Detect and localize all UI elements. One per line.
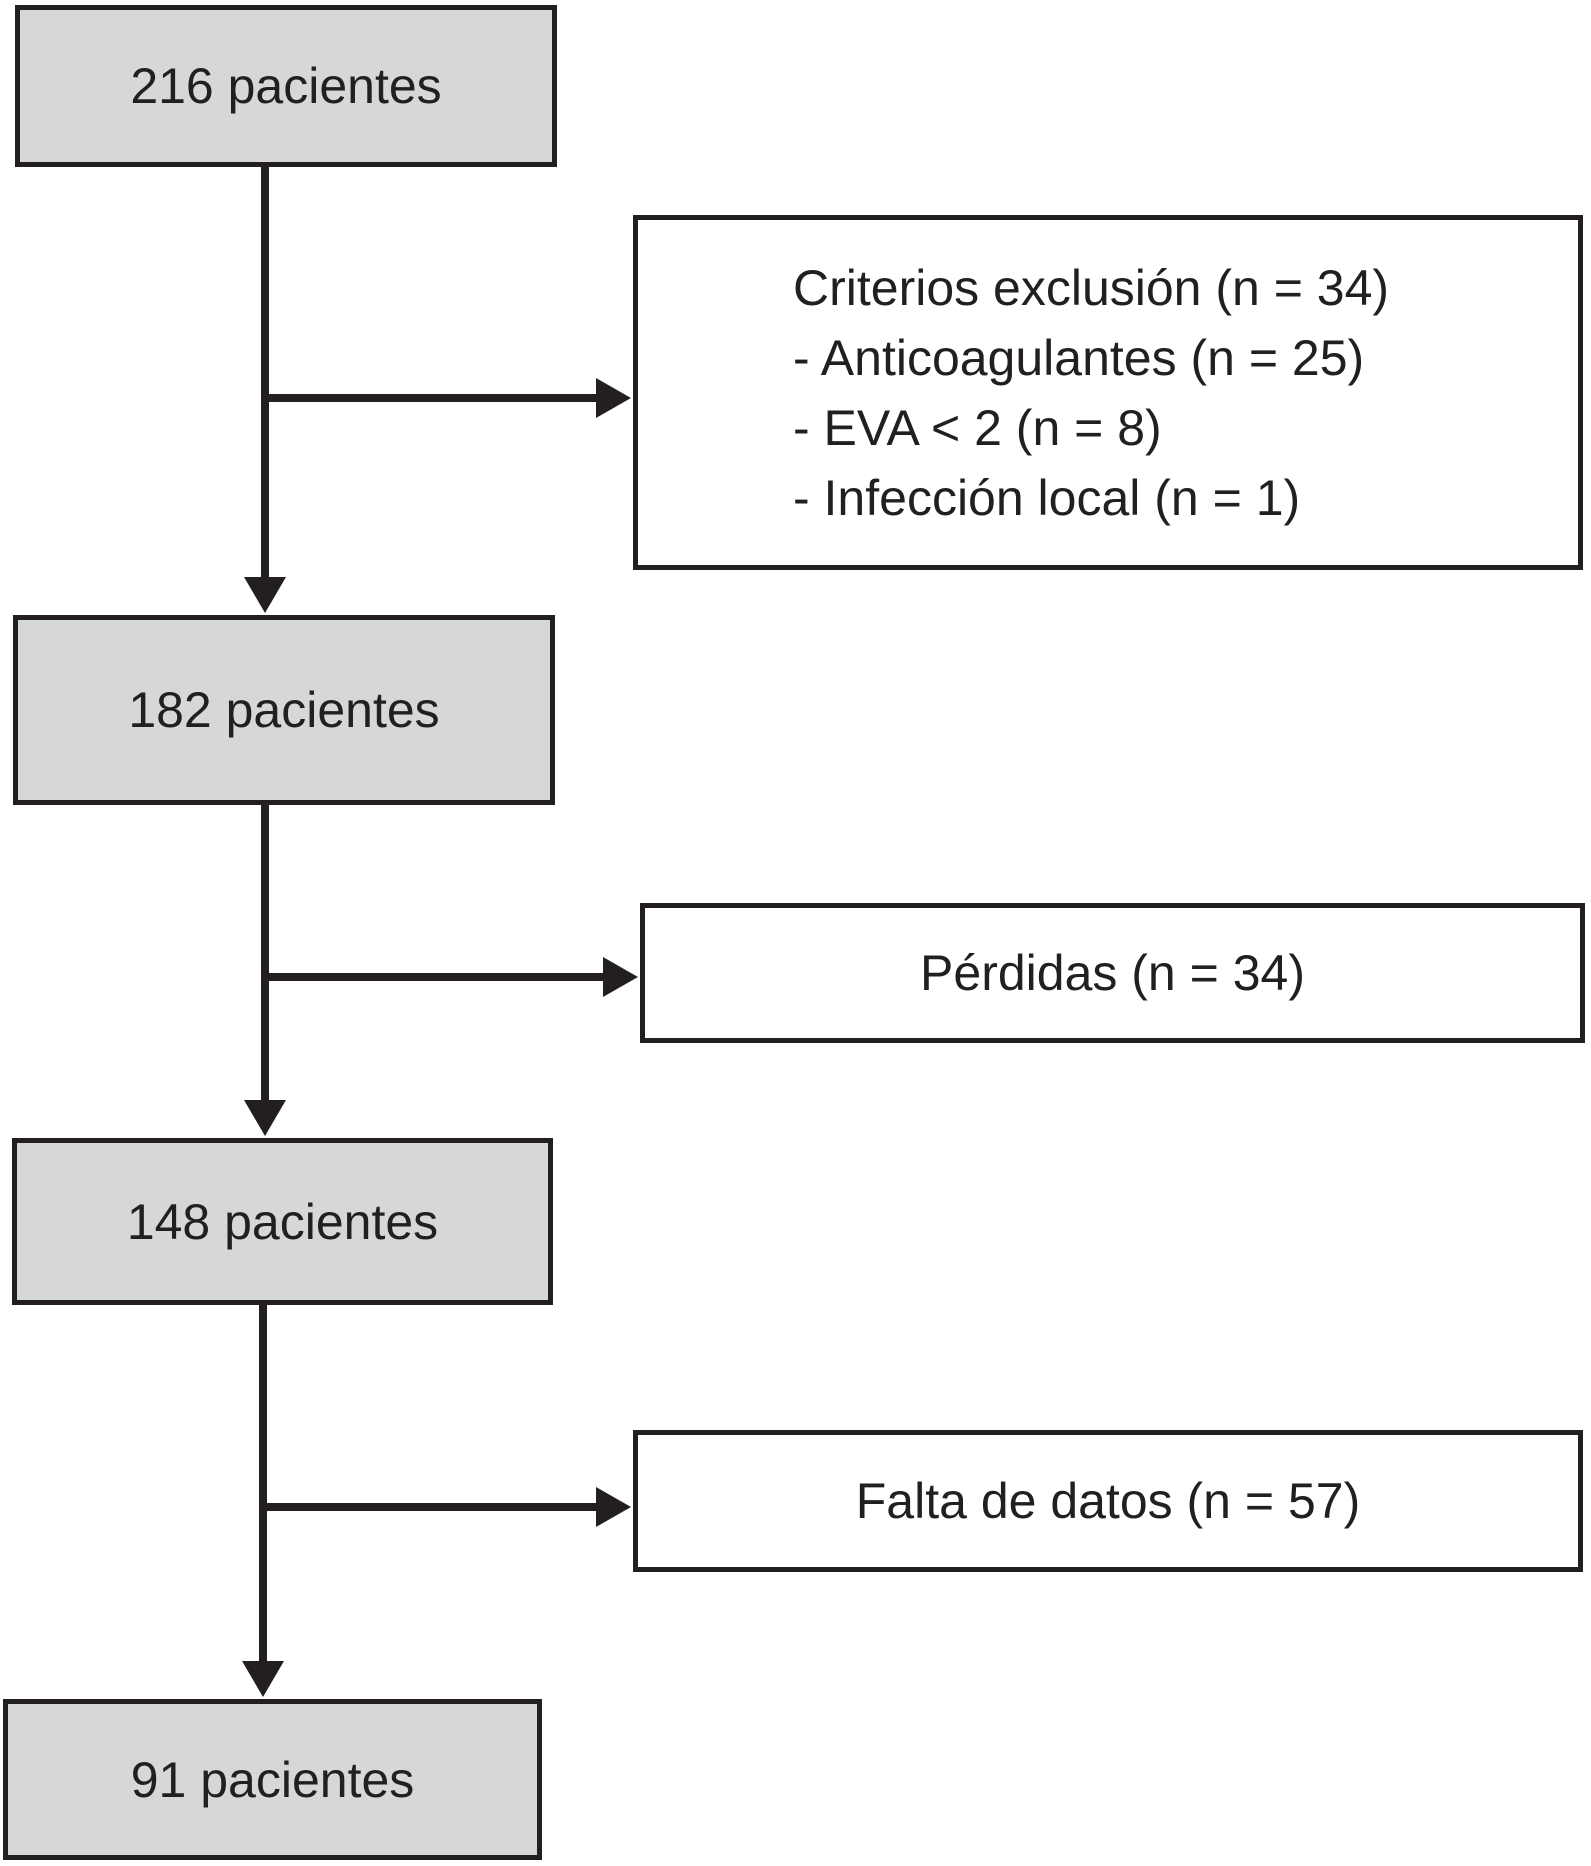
node-91-label: 91 pacientes [130,1751,415,1808]
arrow-to-exclusion [265,378,631,418]
perdidas-label: Pérdidas (n = 34) [920,945,1305,1001]
exclusion-item-infeccion: - Infección local (n = 1) [793,469,1301,526]
arrow-182-to-148 [244,803,286,1136]
node-182-label: 182 pacientes [128,682,440,738]
node-182-pacientes: 182 pacientes [13,615,555,805]
arrow-216-to-182 [244,164,286,613]
node-148-label: 148 pacientes [126,1193,439,1250]
node-perdidas: Pérdidas (n = 34) [640,903,1585,1043]
falta-datos-label: Falta de datos (n = 57) [855,1473,1361,1529]
node-criterios-exclusion: Criterios exclusión (n = 34) - Anticoagu… [633,215,1583,570]
exclusion-item-anticoagulantes: - Anticoagulantes (n = 25) [793,329,1365,386]
node-216-pacientes: 216 pacientes [15,5,557,167]
exclusion-item-eva: - EVA < 2 (n = 8) [793,399,1162,456]
node-falta-de-datos: Falta de datos (n = 57) [633,1430,1583,1572]
exclusion-title: Criterios exclusión (n = 34) [793,259,1390,316]
node-91-pacientes: 91 pacientes [3,1699,542,1860]
arrow-to-perdidas [265,957,638,997]
node-216-label: 216 pacientes [130,58,442,114]
exclusion-text-block: Criterios exclusión (n = 34) - Anticoagu… [793,253,1389,533]
arrow-148-to-91 [242,1303,284,1697]
arrow-to-falta-datos [263,1487,631,1527]
node-148-pacientes: 148 pacientes [12,1138,553,1305]
